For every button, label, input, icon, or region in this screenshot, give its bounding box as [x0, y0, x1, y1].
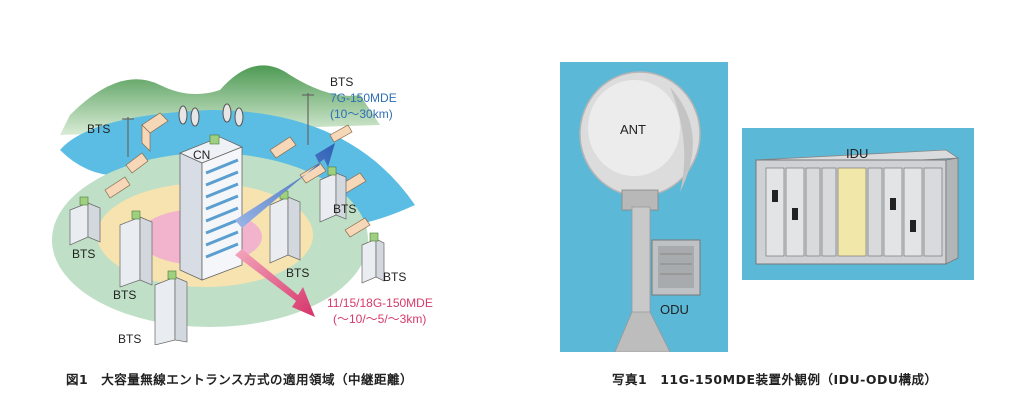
link-11g-name: 11/15/18G-150MDE: [327, 296, 433, 310]
cn-building: [178, 134, 244, 281]
bts-label-bottom-left: BTS: [113, 288, 136, 302]
odu-label: ODU: [660, 302, 689, 317]
buildings: [104, 112, 371, 238]
link-7g-name: 7G-150MDE: [330, 91, 397, 105]
photo-1-caption: 写真1 11G-150MDE装置外観例（IDU-ODU構成）: [612, 372, 938, 387]
idu-label: IDU: [846, 146, 868, 161]
bts-buildings: [69, 172, 385, 346]
radio-towers: [122, 93, 314, 157]
link-11g-range: (～10/～5/～3km): [333, 312, 426, 326]
bts-label-top-left: BTS: [87, 122, 110, 136]
figure-1-diagram: CN BTS BTS BTS BTS BTS BTS BTS BTS 7G-: [30, 55, 470, 346]
bts-label-bottom: BTS: [118, 332, 141, 345]
ant-odu-illustration: ANT ODU: [560, 62, 728, 353]
figure-1-caption: 図1 大容量無線エントランス方式の適用領域（中継距離）: [66, 372, 413, 387]
idu-illustration: IDU: [742, 128, 974, 280]
bts-label-right-bottom: BTS: [383, 270, 406, 284]
bts-label-center-bottom: BTS: [286, 266, 309, 280]
cn-label: CN: [193, 148, 210, 162]
idu-cards: [765, 167, 943, 257]
ant-label: ANT: [620, 122, 646, 137]
link-arrow-7g: [235, 143, 335, 228]
bts-label-left: BTS: [72, 247, 95, 261]
link-arrow-11g: [235, 249, 315, 317]
photo-idu: IDU: [742, 128, 974, 280]
coverage-diagram-svg: CN BTS BTS BTS BTS BTS BTS BTS BTS 7G-: [52, 65, 433, 346]
photo-ant-odu: ANT ODU: [560, 62, 728, 353]
link-7g-range: (10～30km): [330, 107, 393, 121]
cn-antennas: [178, 103, 244, 127]
bts-label-top-right: BTS: [330, 75, 353, 89]
bts-label-mid-right: BTS: [333, 202, 356, 216]
